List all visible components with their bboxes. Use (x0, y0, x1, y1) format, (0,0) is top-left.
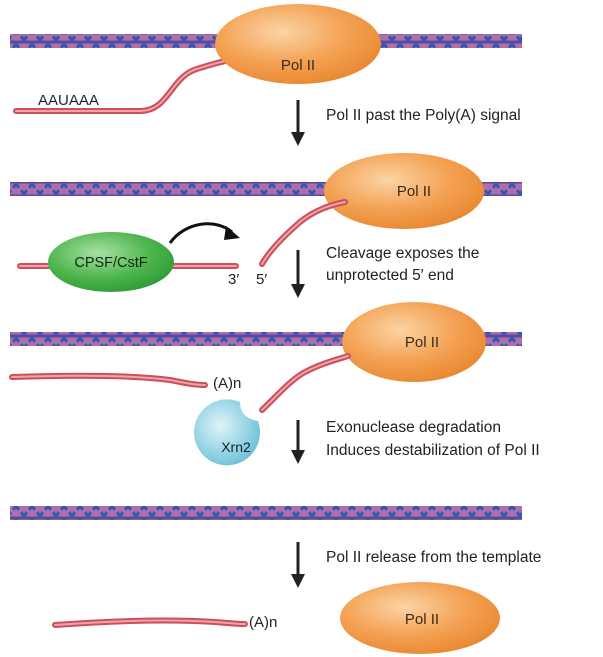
step-arrow-1 (291, 100, 305, 146)
step-arrow-4 (291, 542, 305, 588)
pol-ii-released (340, 582, 500, 654)
dna-template-4 (10, 506, 522, 520)
five-prime-end-label: 5′ (256, 271, 267, 288)
pol-ii-2 (324, 153, 484, 229)
polyA-signal-label: AAUAAA (38, 92, 99, 109)
pol-ii-1 (215, 4, 381, 84)
polyA-tail-label-3: (A)n (213, 375, 241, 392)
cleavage-curved-arrow (168, 222, 240, 244)
rna-degrading-3 (259, 353, 351, 413)
step-2-text-line1: Cleavage exposes the (326, 245, 479, 262)
pol-ii-3 (342, 302, 486, 382)
step-1-text: Pol II past the Poly(A) signal (326, 107, 521, 124)
step-4-text: Pol II release from the template (326, 549, 541, 566)
step-arrow-2 (291, 250, 305, 298)
polyA-tail-label-4: (A)n (249, 614, 277, 631)
step-3-text-line1: Exonuclease degradation (326, 419, 501, 436)
cpsf-cstf-complex (48, 232, 174, 292)
pol-ii-2-label: Pol II (397, 183, 431, 200)
pol-ii-3-label: Pol II (405, 334, 439, 351)
step-2-text-line2: unprotected 5′ end (326, 267, 454, 284)
xrn2-exonuclease (194, 399, 261, 466)
three-prime-end-label: 3′ (228, 271, 239, 288)
cpsf-cstf-label: CPSF/CstF (74, 255, 147, 271)
pol-ii-1-label: Pol II (281, 57, 315, 74)
xrn2-label: Xrn2 (221, 439, 251, 455)
pol-ii-4-label: Pol II (405, 611, 439, 628)
step-arrow-3 (291, 420, 305, 464)
step-3-text-line2: Induces destabilization of Pol II (326, 442, 540, 459)
